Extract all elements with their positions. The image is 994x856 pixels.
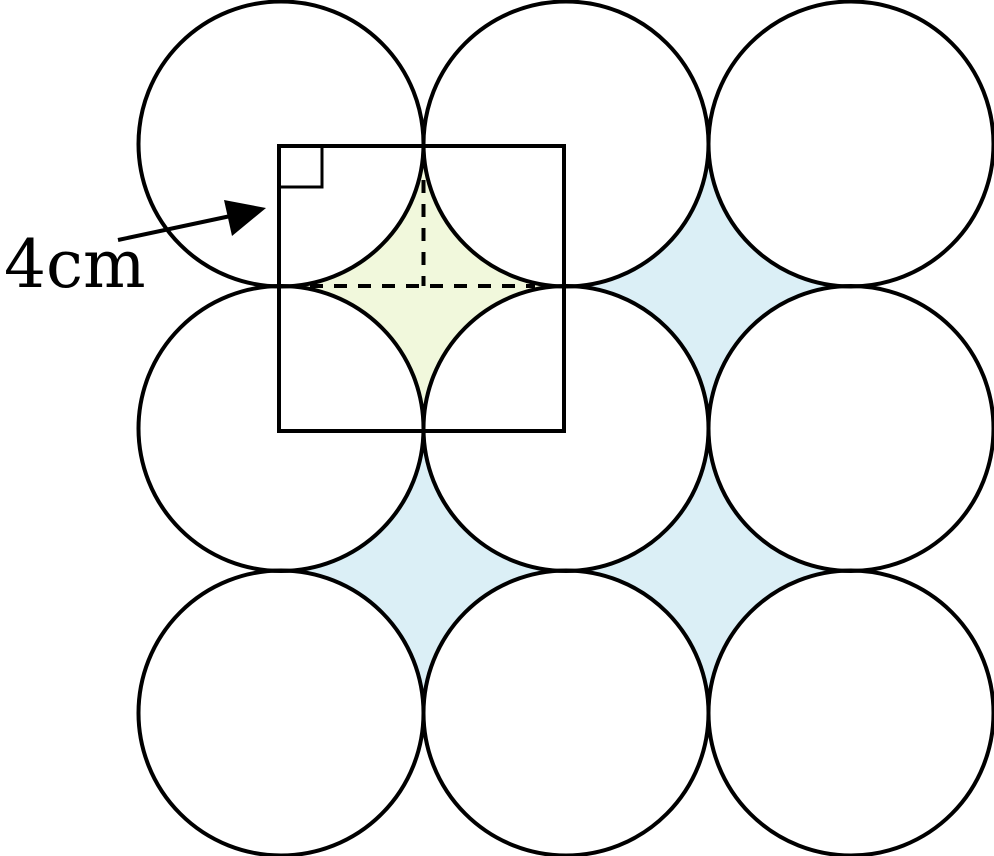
circle: [706, 568, 994, 856]
square: [277, 144, 566, 433]
circle: [421, 568, 711, 856]
circle: [706, 0, 994, 289]
shaded-region: [566, 143, 851, 429]
arrow-line: [117, 212, 241, 242]
arrow-head-icon: [224, 200, 266, 236]
circle: [706, 284, 994, 573]
circle: [136, 568, 426, 856]
shaded-region: [566, 428, 851, 714]
length-label: 4cm: [4, 226, 146, 303]
right-angle-mark: [281, 148, 324, 189]
shaded-region: [281, 428, 566, 714]
